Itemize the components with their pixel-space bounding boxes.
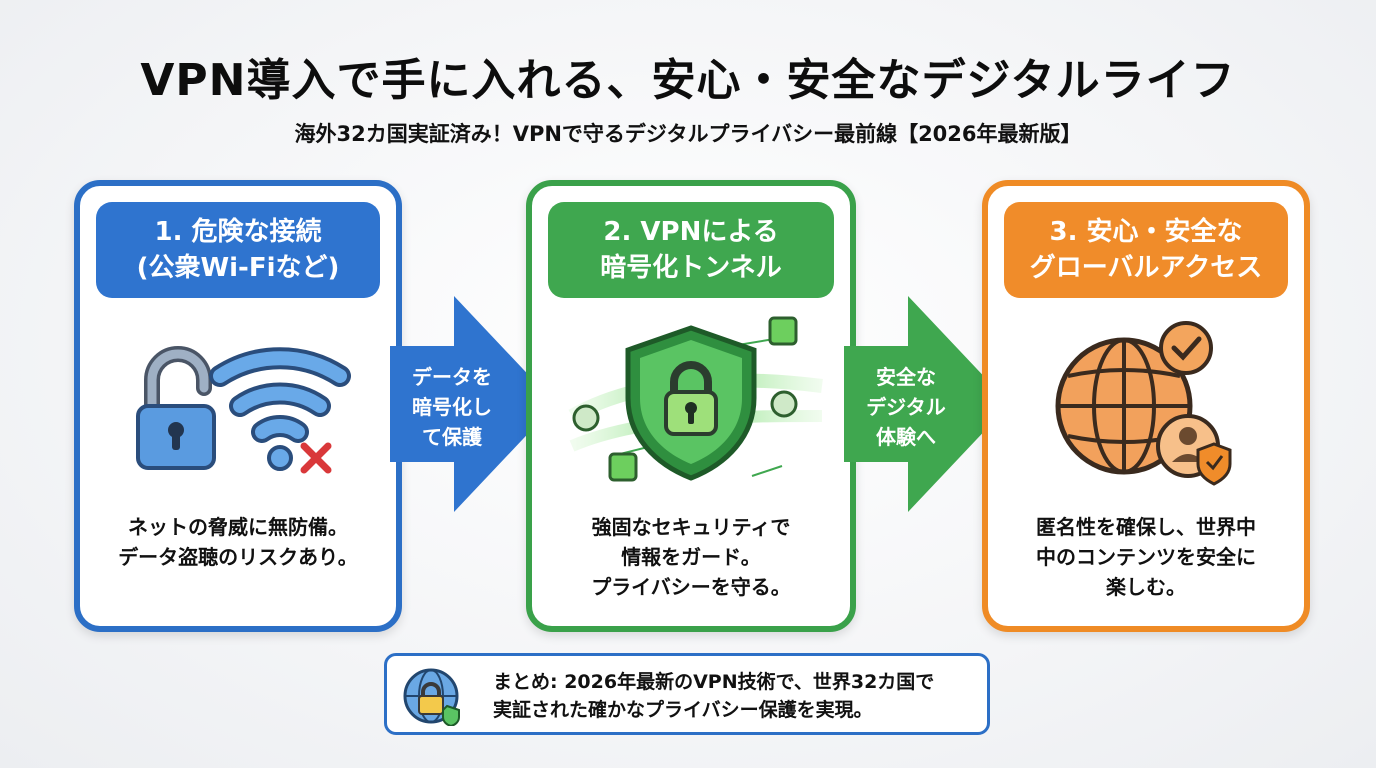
global-access-illustration bbox=[1055, 321, 1232, 486]
arrow-label: 安全な デジタル 体験へ bbox=[846, 362, 966, 452]
user-shield-icon bbox=[1156, 414, 1232, 486]
arrow-label-line: 安全な bbox=[876, 365, 936, 389]
step-header-line: グローバルアクセス bbox=[1029, 253, 1263, 283]
page-subtitle: 海外32カ国実証済み！VPNで守るデジタルプライバシー最前線【2026年最新版】 bbox=[294, 122, 1082, 146]
step-description: 匿名性を確保し、世界中 中のコンテンツを安全に 楽しむ。 bbox=[998, 512, 1294, 602]
step-description: 強固なセキュリティで 情報をガード。 プライバシーを守る。 bbox=[542, 512, 840, 602]
step-description-line: 中のコンテンツを安全に bbox=[1036, 545, 1256, 569]
arrow-label-line: データを bbox=[412, 365, 492, 389]
arrow-label-line: 暗号化し bbox=[412, 395, 492, 419]
arrow-label: データを 暗号化し て保護 bbox=[392, 362, 512, 452]
step-card-global: 3. 安心・安全な グローバルアクセス 匿名性を確保し、世界中 中のコンテンツを… bbox=[982, 180, 1310, 632]
arrow-label-line: 体験へ bbox=[876, 425, 936, 449]
summary-text: まとめ: 2026年最新のVPN技術で、世界32カ国で 実証された確かなプライバ… bbox=[493, 668, 934, 724]
arrow-right-blue bbox=[390, 296, 556, 512]
step-description: ネットの脅威に無防備。 データ盗聴のリスクあり。 bbox=[90, 512, 386, 572]
arrow-right-green bbox=[844, 296, 1010, 512]
step-header-line: 2. VPNによる bbox=[603, 217, 779, 247]
step-description-line: 楽しむ。 bbox=[1106, 575, 1186, 599]
shield-lock-icon bbox=[625, 325, 757, 481]
step-header-line: 暗号化トンネル bbox=[600, 253, 782, 283]
step-description-line: 匿名性を確保し、世界中 bbox=[1036, 515, 1256, 539]
step-header: 2. VPNによる 暗号化トンネル bbox=[548, 202, 834, 298]
step-header: 1. 危険な接続 (公衆Wi-Fiなど) bbox=[96, 202, 380, 298]
step-description-line: データ盗聴のリスクあり。 bbox=[118, 545, 358, 569]
unlocked-padlock-icon bbox=[136, 346, 216, 470]
summary-line: まとめ: 2026年最新のVPN技術で、世界32カ国で bbox=[493, 671, 935, 693]
danger-illustration bbox=[136, 346, 351, 474]
arrow-label-line: て保護 bbox=[422, 425, 482, 449]
summary-box: まとめ: 2026年最新のVPN技術で、世界32カ国で 実証された確かなプライバ… bbox=[384, 653, 990, 735]
step-header-line: (公衆Wi-Fiなど) bbox=[136, 253, 340, 283]
step-header-line: 3. 安心・安全な bbox=[1049, 217, 1243, 247]
data-cube-icon bbox=[572, 316, 798, 482]
vpn-tunnel-illustration bbox=[568, 316, 823, 482]
step-description-line: 情報をガード。 bbox=[621, 545, 761, 569]
arrow-label-line: デジタル bbox=[866, 395, 946, 419]
step-description-line: プライバシーを守る。 bbox=[591, 575, 791, 599]
step-header: 3. 安心・安全な グローバルアクセス bbox=[1004, 202, 1288, 298]
globe-lock-icon bbox=[403, 668, 460, 726]
page-title: VPN導入で手に入れる、安心・安全なデジタルライフ bbox=[140, 55, 1236, 106]
step-card-danger: 1. 危険な接続 (公衆Wi-Fiなど) ネットの脅威に無防備。 データ盗聴のリ… bbox=[74, 180, 402, 632]
step-description-line: 強固なセキュリティで bbox=[591, 515, 791, 539]
checkmark-badge-icon bbox=[1159, 321, 1213, 375]
wifi-icon bbox=[209, 347, 351, 471]
summary-line: 実証された確かなプライバシー保護を実現。 bbox=[493, 699, 873, 721]
step-header-line: 1. 危険な接続 bbox=[154, 217, 322, 247]
x-mark-icon bbox=[300, 442, 332, 474]
step-card-vpn: 2. VPNによる 暗号化トンネル bbox=[526, 180, 856, 632]
step-description-line: ネットの脅威に無防備。 bbox=[128, 515, 348, 539]
